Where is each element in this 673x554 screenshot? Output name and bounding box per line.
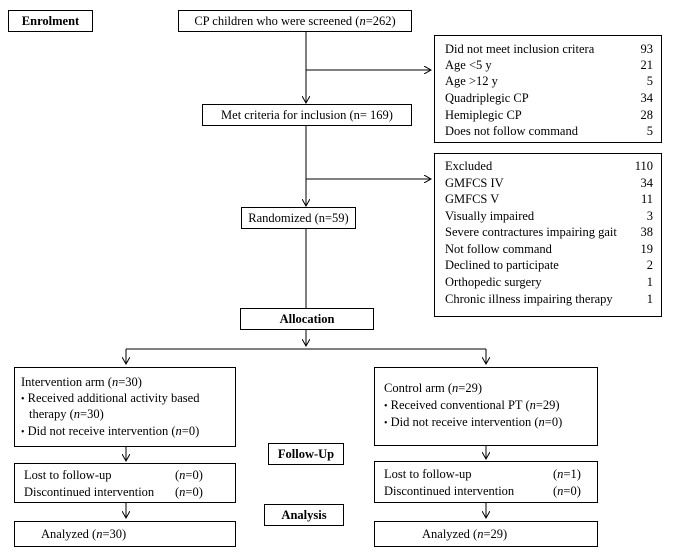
analyzed-right-box: Analyzed (n=29) [374, 521, 598, 547]
screened-box: CP children who were screened (n=262) [178, 10, 412, 32]
screened-text: CP children who were screened (n=262) [194, 13, 396, 28]
stage-enrolment-label: Enrolment [21, 13, 80, 28]
randomized-box: Randomized (n=59) [241, 207, 356, 229]
intervention-bullet-1-cont: therapy (n=30) [29, 407, 104, 421]
intervention-bullet-2: • Did not receive intervention (n=0) [21, 424, 200, 438]
stage-analysis: Analysis [264, 504, 344, 526]
control-bullet-1: • Received conventional PT (n=29) [384, 398, 560, 412]
randomized-text: Randomized (n=59) [248, 210, 349, 225]
stage-followup-label: Follow-Up [277, 446, 335, 461]
stage-allocation-label: Allocation [279, 311, 335, 326]
lost-left-label-2: Discontinued intervention [24, 485, 155, 499]
intervention-bullet-1: • Received additional activity based [21, 391, 200, 405]
stage-allocation: Allocation [240, 308, 374, 330]
lost-left-value-1: (n=0) [175, 468, 203, 482]
intervention-arm-box: Intervention arm (n=30) • Received addit… [14, 367, 236, 447]
intervention-title: Intervention arm (n=30) [21, 375, 142, 389]
lost-right-value-1: (n=1) [553, 467, 581, 481]
analyzed-right-text: Analyzed (n=29) [422, 527, 508, 541]
stage-analysis-label: Analysis [281, 507, 327, 522]
analyzed-left-text: Analyzed (n=30) [41, 527, 127, 541]
lost-right-label-1: Lost to follow-up [384, 467, 472, 481]
lost-right-box: Lost to follow-up (n=1) Discontinued int… [374, 461, 598, 503]
stage-followup: Follow-Up [268, 443, 344, 465]
met-criteria-text: Met criteria for inclusion (n= 169) [221, 107, 393, 122]
lost-left-label-1: Lost to follow-up [24, 468, 112, 482]
control-bullet-2: • Did not receive intervention (n=0) [384, 415, 563, 429]
met-criteria-box: Met criteria for inclusion (n= 169) [202, 104, 412, 126]
stage-enrolment: Enrolment [8, 10, 93, 32]
lost-right-value-2: (n=0) [553, 484, 581, 498]
lost-right-label-2: Discontinued intervention [384, 484, 515, 498]
analyzed-left-box: Analyzed (n=30) [14, 521, 236, 547]
control-arm-box: Control arm (n=29) • Received convention… [374, 367, 598, 446]
lost-left-value-2: (n=0) [175, 485, 203, 499]
lost-left-box: Lost to follow-up (n=0) Discontinued int… [14, 463, 236, 503]
control-title: Control arm (n=29) [384, 381, 483, 395]
